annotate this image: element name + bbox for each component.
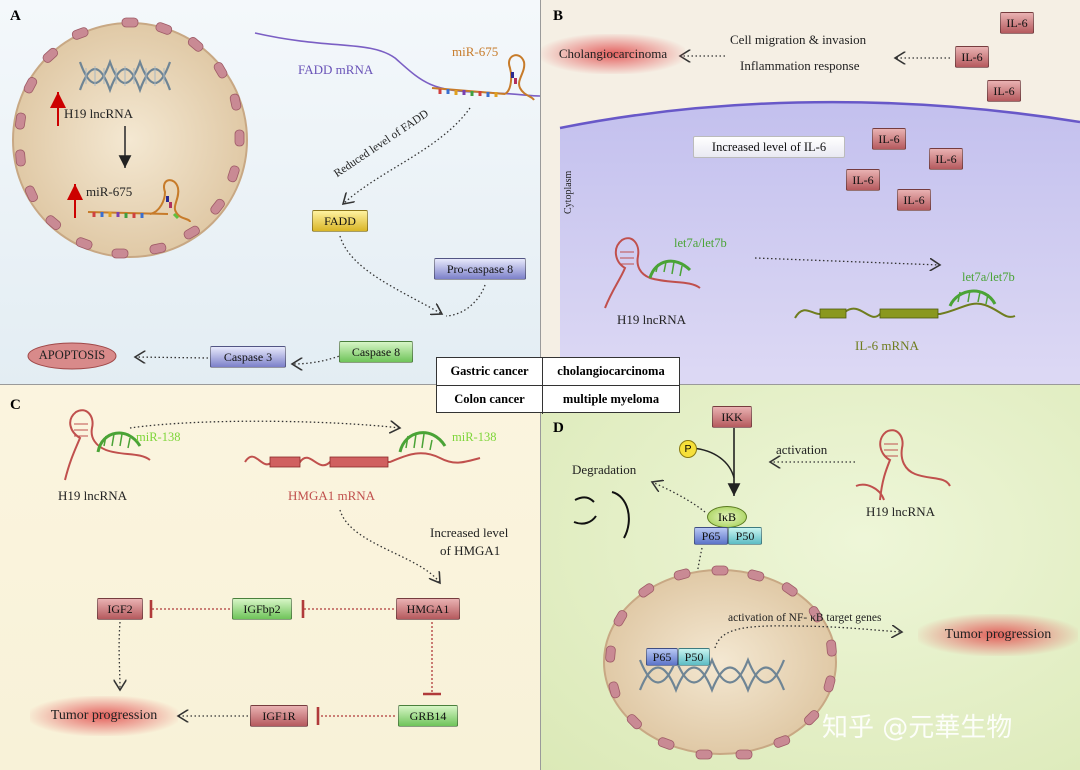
h19-lncrna-label-d: H19 lncRNA [866, 504, 935, 519]
h19-lncrna-label-a: H19 lncRNA [64, 106, 133, 121]
let7-label-2: let7a/let7b [962, 270, 1015, 284]
hmga1-mrna-strand [244, 431, 481, 468]
il6-box-5: IL-6 [929, 148, 963, 170]
il6-box-4: IL-6 [872, 128, 906, 150]
increased-hmga1-label-2: of HMGA1 [440, 543, 501, 558]
ikb-oval: IκB [707, 506, 747, 528]
h19-lncrna-d [855, 429, 951, 501]
il6-box-3: IL-6 [987, 80, 1021, 102]
degradation-label: Degradation [572, 462, 637, 477]
arrow-procasp-to-casp8 [445, 284, 486, 317]
cytoplasm-label: Cytoplasm [563, 170, 574, 214]
il6-mrna-strand [794, 289, 1016, 319]
mir675-label-top: miR-675 [452, 44, 499, 59]
dna-helix-a [78, 58, 172, 94]
activation-label: activation [776, 442, 828, 457]
igf1r-box: IGF1R [250, 705, 308, 727]
p65-box-nucleus: P65 [646, 648, 678, 666]
igfbp2-box: IGFbp2 [232, 598, 292, 620]
h19-lncrna-b [604, 237, 701, 309]
nucleus-a [12, 17, 248, 259]
il6-box-2: IL-6 [955, 46, 989, 68]
fadd-box: FADD [312, 210, 368, 232]
nfkb-targets-label: activation of NF- κB target genes [728, 612, 882, 624]
h19-lncrna-label-c: H19 lncRNA [58, 488, 127, 503]
panel-label-c: C [10, 397, 21, 413]
migration-label: Cell migration & invasion [730, 32, 867, 47]
cytoplasm-region [560, 102, 1080, 385]
arrow-casp3-to-apoptosis [135, 357, 209, 358]
mir675-label-nucleus: miR-675 [86, 184, 133, 199]
phospho-curve [691, 447, 735, 479]
cell-membrane [559, 100, 1080, 130]
let7-label-1: let7a/let7b [674, 236, 727, 250]
mir675-hairpin-nucleus [87, 179, 191, 223]
panel-label-b: B [553, 8, 564, 24]
il6-box-1: IL-6 [1000, 12, 1034, 34]
panel-label-a: A [10, 8, 21, 24]
increased-il6-label: Increased level of IL-6 [693, 136, 845, 158]
fadd-mrna-strand [254, 32, 541, 97]
il6-mrna-label: IL-6 mRNA [855, 338, 919, 353]
il6-box-6: IL-6 [846, 169, 880, 191]
arrow-fadd-to-casp8 [339, 235, 442, 314]
table-cell: cholangiocarcinoma [543, 358, 679, 386]
grb14-box: GRB14 [398, 705, 458, 727]
p50-box-nucleus: P50 [678, 648, 710, 666]
cholangiocarcinoma-label: Cholangiocarcinoma [541, 34, 685, 74]
fadd-mrna-label: FADD mRNA [298, 62, 374, 77]
procaspase8-box: Pro-caspase 8 [434, 258, 526, 280]
caspase3-box: Caspase 3 [210, 346, 286, 368]
dna-helix-d [638, 657, 786, 693]
arrow-nfkb-targets [714, 626, 902, 649]
watermark: 知乎 @元華生物 [822, 713, 1013, 743]
arrow-degradation [652, 482, 706, 513]
nucleus-d [603, 565, 837, 760]
degraded-fragments [573, 491, 630, 539]
cancer-table: Gastric cancer cholangiocarcinoma Colon … [436, 357, 680, 414]
hmga1-mrna-label: HMGA1 mRNA [288, 488, 376, 503]
mir138-label-2: miR-138 [452, 430, 497, 444]
arrow-mir138-to-hmga1 [129, 421, 400, 428]
apoptosis-label: APOPTOSIS [38, 348, 106, 362]
apoptosis-oval [27, 342, 117, 370]
hmga1-box: HMGA1 [396, 598, 460, 620]
h19-lncrna-label-b: H19 lncRNA [617, 312, 686, 327]
mir138-label-1: miR-138 [136, 430, 181, 444]
tumor-progression-c: Tumor progression [30, 696, 178, 736]
tumor-progression-d: Tumor progression [918, 614, 1078, 656]
arrow-igf2-to-tumor [119, 621, 120, 690]
igf2-box: IGF2 [97, 598, 143, 620]
h19-lncrna-c [64, 409, 151, 481]
mir675-hairpin-top [431, 54, 535, 101]
arrow-let7-to-il6mrna [754, 257, 940, 265]
table-cell: multiple myeloma [562, 392, 660, 406]
increased-hmga1-label-1: Increased level [430, 525, 509, 540]
p65-box: P65 [694, 527, 728, 545]
caspase8-box: Caspase 8 [339, 341, 413, 363]
ikk-box: IKK [712, 406, 752, 428]
p50-box: P50 [728, 527, 762, 545]
table-cell: Colon cancer [437, 386, 543, 414]
phosphate-circle: P [679, 440, 697, 458]
arrow-increased-hmga1 [339, 509, 440, 583]
panel-label-d: D [553, 420, 564, 436]
il6-box-7: IL-6 [897, 189, 931, 211]
table-cell: Gastric cancer [437, 358, 543, 386]
inflammation-label: Inflammation response [740, 58, 860, 73]
